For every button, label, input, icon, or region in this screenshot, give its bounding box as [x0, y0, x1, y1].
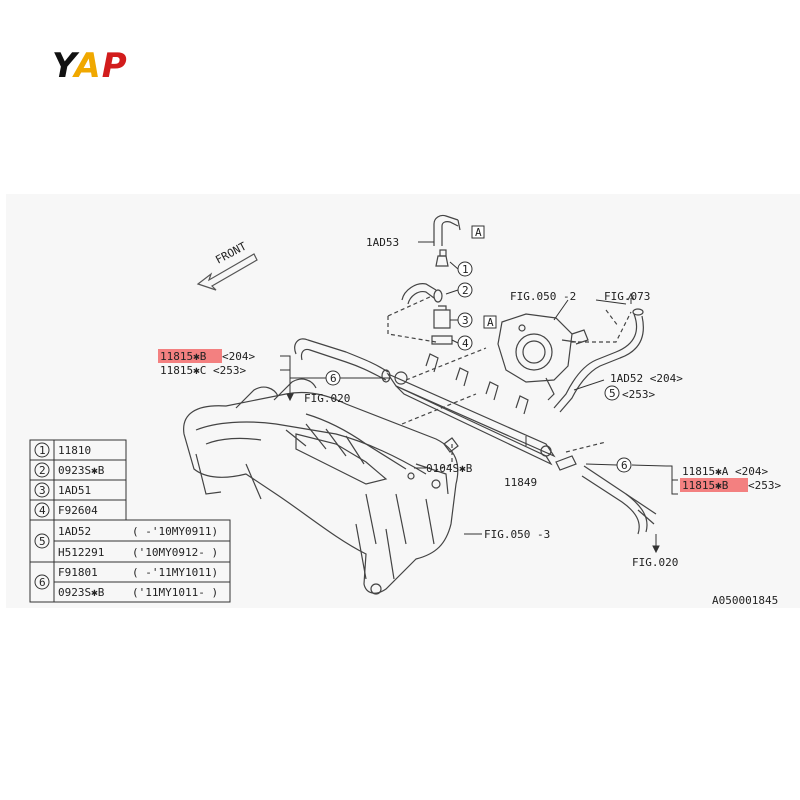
legend-part-number: F91801 — [58, 566, 98, 579]
legend-part-number: F92604 — [58, 504, 98, 517]
leader-lines — [280, 241, 678, 554]
callout-5: 5 — [609, 387, 616, 400]
legend-part-number: 1AD52 — [58, 525, 91, 538]
callout-4: 4 — [462, 337, 469, 350]
hoses-drawing — [294, 214, 657, 535]
legend-number: 6 — [39, 576, 46, 589]
label-doc-code: A050001845 — [712, 594, 778, 607]
front-label: FRONT — [213, 239, 249, 266]
callout-6-right: 6 — [621, 459, 628, 472]
callout-circles — [325, 225, 632, 473]
label-1ad52-code: <253> — [622, 388, 655, 401]
label-right-11815-a: 11815✱A <204> — [682, 465, 768, 478]
label-left-11815-b: 11815✱B — [160, 350, 207, 363]
label-right-11815-b: 11815✱B — [682, 479, 729, 492]
legend-number: 4 — [39, 504, 46, 517]
logo-letter-a: A — [74, 46, 102, 86]
legend-note: ('11MY1011- ) — [132, 586, 218, 599]
logo-letter-p: P — [101, 46, 128, 86]
label-left-11815-b-code: <204> — [222, 350, 255, 363]
throttle-body-drawing — [497, 313, 589, 401]
fuel-rail-drawing — [386, 353, 577, 471]
label-fig020-right: FIG.020 — [632, 556, 678, 569]
parts-diagram-panel: FRONT — [6, 194, 800, 608]
logo-letter-y: Y — [52, 46, 75, 86]
label-fig050-3: FIG.050 -3 — [484, 528, 550, 541]
legend-number: 5 — [39, 535, 46, 548]
callout-a-top: A — [475, 226, 482, 239]
legend-part-number: 0923S✱B — [58, 586, 105, 599]
legend-part-number: 1AD51 — [58, 484, 91, 497]
intake-manifold-drawing — [183, 378, 459, 595]
label-fig050-2: FIG.050 -2 — [510, 290, 576, 303]
label-1ad52: 1AD52 <204> — [610, 372, 683, 385]
callout-1: 1 — [462, 263, 469, 276]
label-0104s-b: 0104S✱B — [426, 462, 473, 475]
legend-number: 2 — [39, 464, 46, 477]
parts-diagram: FRONT — [29, 214, 781, 607]
legend-note: ( -'11MY1011) — [132, 566, 218, 579]
label-1ad53: 1AD53 — [366, 236, 399, 249]
legend-note: ( -'10MY0911) — [132, 525, 218, 538]
label-right-11815-b-code: <253> — [748, 479, 781, 492]
brand-logo: YAP — [52, 46, 128, 86]
label-fig020-left: FIG.020 — [304, 392, 350, 405]
legend-number: 3 — [39, 484, 46, 497]
label-left-11815-c: 11815✱C <253> — [160, 364, 246, 377]
callout-a-mid: A — [487, 316, 494, 329]
highlight-left-b — [158, 349, 222, 363]
parts-legend-table — [29, 439, 231, 603]
highlight-right-b — [680, 478, 748, 492]
label-11849: 11849 — [504, 476, 537, 489]
legend-note: ('10MY0912- ) — [132, 546, 218, 559]
callout-3: 3 — [462, 314, 469, 327]
callout-2: 2 — [462, 284, 469, 297]
legend-text: 1 11810 2 0923S✱B 3 1AD51 4 F92604 5 1AD52 ( -'10M… — [39, 444, 218, 599]
legend-part-number: 11810 — [58, 444, 91, 457]
legend-part-number: H512291 — [58, 546, 104, 559]
front-arrow-icon: FRONT — [196, 239, 258, 291]
label-fig073: FIG.073 — [604, 290, 650, 303]
callout-6-left: 6 — [330, 372, 337, 385]
legend-part-number: 0923S✱B — [58, 464, 105, 477]
legend-number: 1 — [39, 444, 46, 457]
